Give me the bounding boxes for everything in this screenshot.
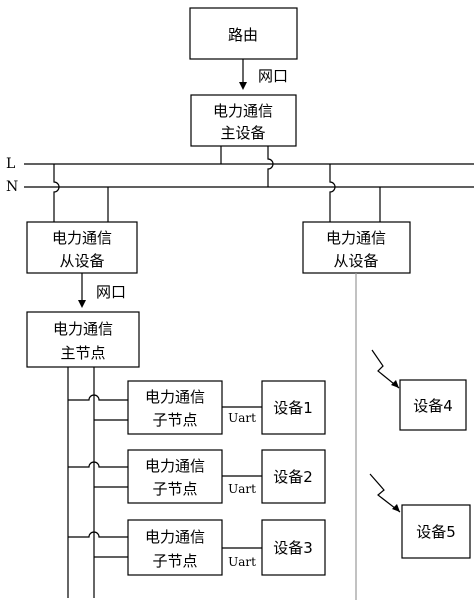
left-slave-device-node: 电力通信 从设备 <box>26 221 138 274</box>
subnode-2-line2: 子节点 <box>152 480 197 498</box>
wireless-bolt-2-tip-icon <box>392 504 400 512</box>
uart-label-2: Uart <box>228 482 256 496</box>
device-5-label: 设备5 <box>416 523 456 541</box>
main-device-line1: 电力通信 <box>213 102 273 120</box>
left-slave-line2: 从设备 <box>59 252 104 270</box>
device-3: 设备3 <box>261 519 326 576</box>
line-N-label: N <box>6 179 18 195</box>
subnode2-tap-upper <box>68 461 128 468</box>
device-4-label: 设备4 <box>413 397 453 415</box>
device-5: 设备5 <box>401 504 471 559</box>
left-slave-device-box <box>26 221 138 274</box>
main-device-node: 电力通信 主设备 <box>190 94 297 147</box>
subnode-3: 电力通信 子节点 <box>127 519 223 576</box>
device-5-box <box>401 504 471 559</box>
right-slave-line1: 电力通信 <box>326 229 386 247</box>
router-label: 路由 <box>228 26 258 44</box>
device-4-box <box>399 379 467 431</box>
right-slave-line2: 从设备 <box>333 252 378 270</box>
master-node-box <box>26 311 140 368</box>
subnode-1-line1: 电力通信 <box>145 388 205 406</box>
main-device-box <box>190 94 297 147</box>
device-2-box <box>261 449 326 504</box>
subnode-2-box <box>127 449 223 504</box>
uart-label-1: Uart <box>228 411 256 425</box>
master-node-line1: 电力通信 <box>53 320 113 338</box>
wireless-bolt-2-icon <box>369 473 401 513</box>
master-node-line2: 主节点 <box>60 344 105 362</box>
main-device-N-tap <box>267 146 274 187</box>
right-slave-L-tap <box>329 164 336 222</box>
subnode3-tap-upper <box>68 531 128 538</box>
subnode-1-box <box>127 380 223 435</box>
subnode-3-line1: 电力通信 <box>145 528 205 546</box>
ethernet-label-bottom: 网口 <box>96 283 126 301</box>
device-1: 设备1 <box>261 380 326 435</box>
subnode-3-box <box>127 519 223 576</box>
wireless-bolt-1-icon <box>371 349 400 389</box>
device-1-box <box>261 380 326 435</box>
router-box <box>189 7 298 60</box>
main-device-line2: 主设备 <box>220 124 265 142</box>
subnode-3-line2: 子节点 <box>152 552 197 570</box>
wireless-bolt-1-tip-icon <box>391 380 399 388</box>
device-3-label: 设备3 <box>273 539 313 557</box>
subnode1-tap-upper <box>68 394 128 401</box>
ethernet-label-top: 网口 <box>258 67 288 85</box>
device-2: 设备2 <box>261 449 326 504</box>
device-3-box <box>261 519 326 576</box>
line-L-label: L <box>6 156 15 172</box>
device-2-label: 设备2 <box>273 468 313 486</box>
left-slave-line1: 电力通信 <box>52 229 112 247</box>
right-slave-device-node: 电力通信 从设备 <box>302 221 411 274</box>
uart-label-3: Uart <box>228 555 256 569</box>
subnode-1-line2: 子节点 <box>152 411 197 429</box>
device-1-label: 设备1 <box>273 399 313 417</box>
subnode-1: 电力通信 子节点 <box>127 380 223 435</box>
subnode-2-line1: 电力通信 <box>145 457 205 475</box>
subnode-2: 电力通信 子节点 <box>127 449 223 504</box>
left-slave-L-tap <box>53 164 60 222</box>
right-slave-device-box <box>302 221 411 274</box>
device-4: 设备4 <box>399 379 467 431</box>
master-node: 电力通信 主节点 <box>26 311 140 368</box>
router-node: 路由 <box>189 7 298 60</box>
